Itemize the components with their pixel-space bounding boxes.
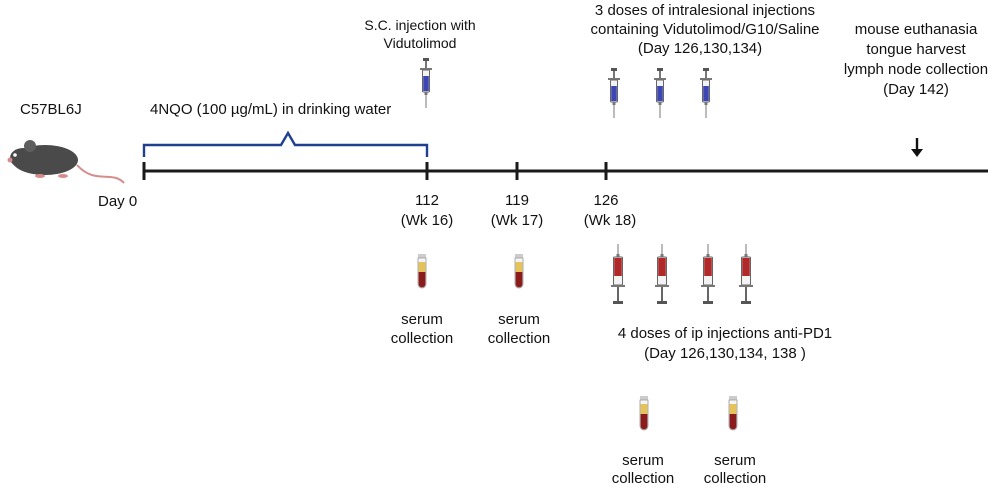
serum-label-3-line-1: serum <box>622 452 664 469</box>
serum-label-1-line-1: serum <box>401 311 443 328</box>
serum-label-4-line-1: serum <box>714 452 756 469</box>
serum-label-1-line-2: collection <box>390 330 454 347</box>
ip-syringe-icon-3 <box>700 243 716 305</box>
endpoint-line-4: (Day 142) <box>883 81 949 98</box>
intralesional-line-1: 3 doses of intralesional injections <box>594 2 816 19</box>
tick-112-day: 112 <box>415 192 439 209</box>
endpoint-line-3: lymph node collection <box>843 61 989 78</box>
tick-119-week: (Wk 17) <box>490 212 544 229</box>
endpoint-arrow-icon <box>911 138 923 157</box>
4nqo-bracket <box>142 130 429 157</box>
day0-label: Day 0 <box>98 193 138 210</box>
intralesional-syringe-icon-3 <box>699 67 713 119</box>
serum-label-4-line-2: collection <box>703 470 767 487</box>
serum-label-2-line-2: collection <box>487 330 551 347</box>
intralesional-syringe-icon-1 <box>607 67 621 119</box>
serum-tube-icon-1 <box>417 253 427 289</box>
strain-label: C57BL6J <box>20 101 82 118</box>
ip-syringe-icon-4 <box>738 243 754 305</box>
treatment-label: 4NQO (100 µg/mL) in drinking water <box>150 101 392 118</box>
serum-tube-icon-3 <box>639 395 649 431</box>
endpoint-line-1: mouse euthanasia <box>854 21 978 38</box>
serum-tube-icon-4 <box>728 395 738 431</box>
tick-119-day: 119 <box>505 192 529 209</box>
intralesional-line-2: containing Vidutolimod/G10/Saline <box>590 21 820 38</box>
serum-tube-icon-2 <box>514 253 524 289</box>
ip-line-2: (Day 126,130,134, 138 ) <box>644 345 806 362</box>
ip-line-1: 4 doses of ip injections anti-PD1 <box>617 325 833 342</box>
tick-112-week: (Wk 16) <box>400 212 454 229</box>
sc-injection-line-1: S.C. injection with <box>364 17 476 33</box>
sc-syringe-icon <box>419 57 433 109</box>
tick-126-week: (Wk 18) <box>583 212 637 229</box>
endpoint-line-2: tongue harvest <box>866 41 966 58</box>
tick-126-day: 126 <box>593 192 619 209</box>
intralesional-line-3: (Day 126,130,134) <box>637 40 763 57</box>
ip-syringe-icon-1 <box>610 243 626 305</box>
serum-label-3-line-2: collection <box>611 470 675 487</box>
serum-label-2-line-1: serum <box>498 311 540 328</box>
intralesional-syringe-icon-2 <box>653 67 667 119</box>
ip-syringe-icon-2 <box>654 243 670 305</box>
sc-injection-line-2: Vidutolimod <box>383 35 457 51</box>
mouse-icon <box>7 140 125 184</box>
